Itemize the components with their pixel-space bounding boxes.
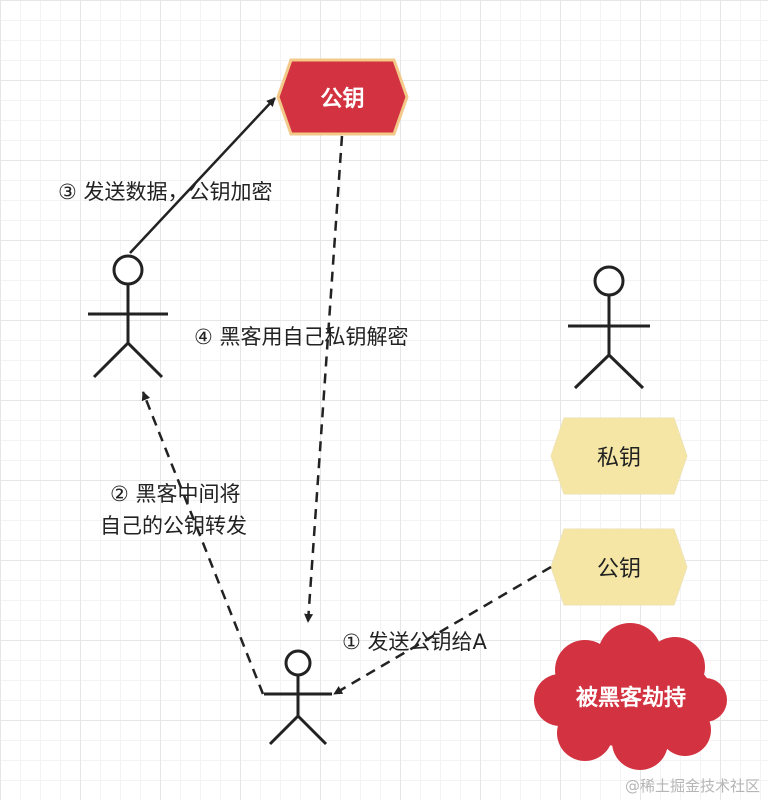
public-key-bottom-label: 公钥 [596,557,641,582]
stick-figure-a [88,254,168,379]
watermark: @稀土掘金技术社区 [624,777,760,795]
step2-label-line2: 自己的公钥转发 [100,514,247,538]
arrow-step2 [141,391,265,695]
step2-label-line1: ② 黑客中间将 [110,482,241,506]
stick-figure-b [264,649,332,746]
public-key-top-hexagon [276,58,409,136]
public-key-top-label: 公钥 [320,87,365,112]
step4-label: ④ 黑客用自己私钥解密 [194,325,409,349]
arrow-step4 [304,135,344,623]
step3-label: ③ 发送数据，公钥加密 [58,180,273,204]
private-key-label: 私钥 [596,446,641,471]
private-key-hexagon [550,417,688,495]
step1-label: ① 发送公钥给A [342,630,487,654]
public-key-bottom-hexagon [550,528,688,606]
arrow-step1 [333,565,552,696]
hijacked-label: 被黑客劫持 [575,686,686,711]
stick-figure-hacker [568,265,650,390]
arrow-step3 [129,97,276,254]
hijacked-cloud [534,623,727,770]
